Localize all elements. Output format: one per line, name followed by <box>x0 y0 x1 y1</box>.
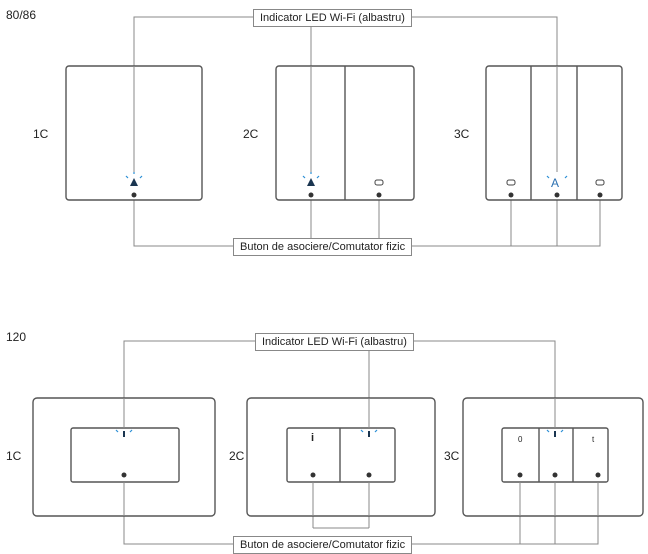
button-dot <box>508 192 514 198</box>
switch-3c-plate <box>485 65 623 201</box>
switch-label: 1C <box>6 449 22 463</box>
button-dot <box>554 192 560 198</box>
key-marker: t <box>592 435 595 444</box>
button-dot <box>597 192 603 198</box>
series-title: 80/86 <box>6 8 37 22</box>
status-window-icon <box>506 179 516 186</box>
button-dot <box>517 472 523 478</box>
switch-label: 2C <box>229 449 245 463</box>
led-indicator-icon <box>125 172 143 186</box>
switch-2c-module <box>286 427 396 483</box>
led-callout: Indicator LED Wi-Fi (albastru) <box>253 9 412 27</box>
series-title: 120 <box>6 330 27 344</box>
key-marker: 0 <box>518 435 523 444</box>
button-dot <box>595 472 601 478</box>
button-dot <box>552 472 558 478</box>
button-dot <box>131 192 137 198</box>
button-dot <box>308 192 314 198</box>
switch-label: 2C <box>243 127 259 141</box>
switch-label: 3C <box>454 127 470 141</box>
button-callout: Buton de asociere/Comutator fizic <box>233 238 413 256</box>
switch-label: 3C <box>444 449 460 463</box>
key-marker: i <box>311 432 315 444</box>
switch-label: 1C <box>33 127 49 141</box>
button-dot <box>366 472 372 478</box>
status-window-icon <box>595 179 605 186</box>
button-dot <box>310 472 316 478</box>
led-indicator-icon <box>546 429 564 437</box>
led-indicator-icon <box>302 172 320 186</box>
status-window-icon <box>374 179 384 186</box>
led-indicator-icon <box>360 429 378 437</box>
led-indicator-icon <box>546 175 568 179</box>
button-dot <box>376 192 382 198</box>
switch-1c-module <box>70 427 180 483</box>
button-dot <box>121 472 127 478</box>
led-callout: Indicator LED Wi-Fi (albastru) <box>255 333 414 351</box>
button-callout: Buton de asociere/Comutator fizic <box>233 536 413 554</box>
led-marker: A <box>551 176 560 190</box>
led-indicator-icon <box>115 429 133 437</box>
